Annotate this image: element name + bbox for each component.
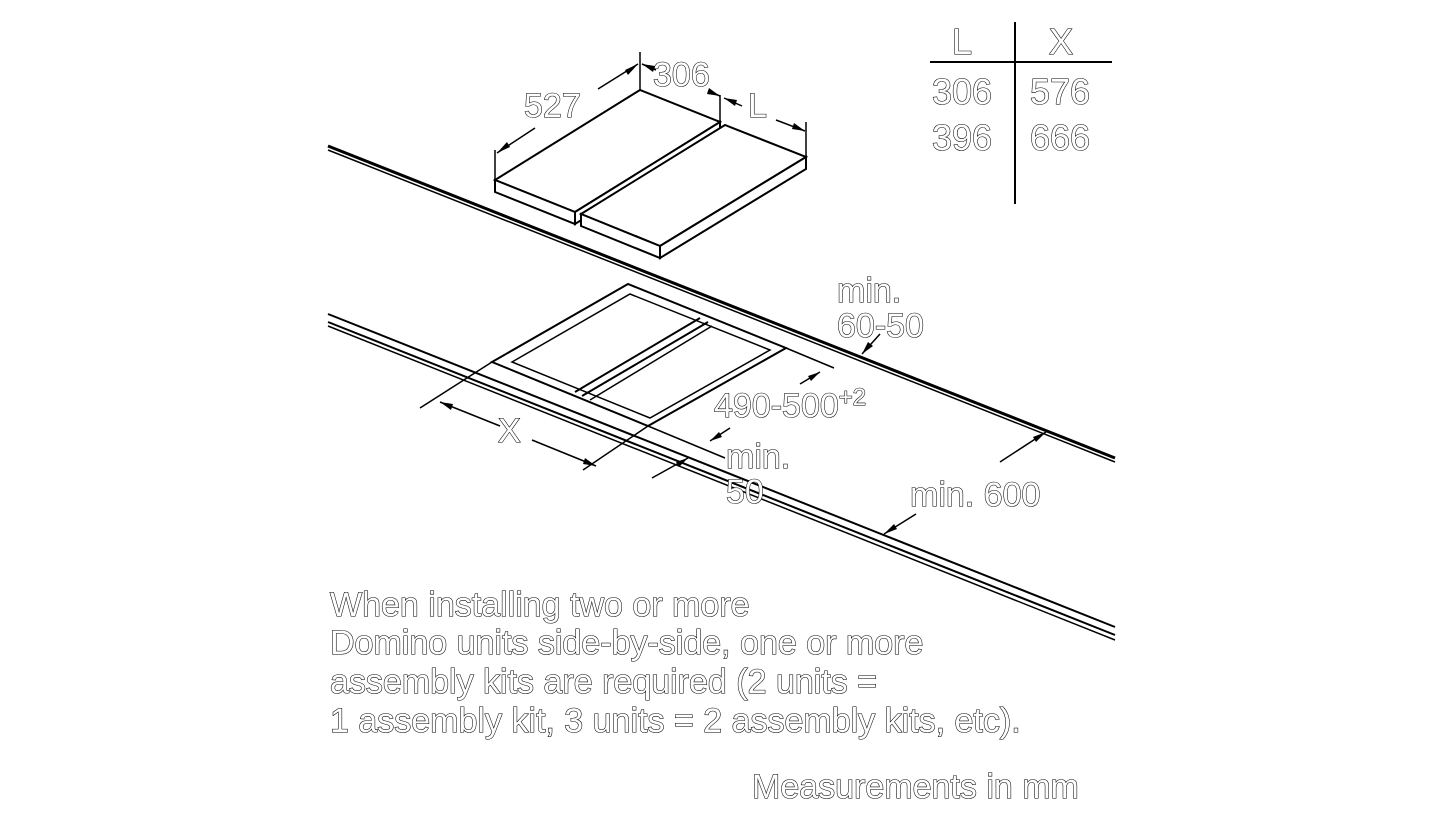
label-width-306: 306	[653, 56, 710, 94]
label-min-back-line1: min.	[837, 272, 901, 310]
dimension-width-L	[723, 97, 807, 157]
dimension-cutout-X	[419, 361, 649, 471]
label-min-front-line1: min.	[726, 438, 790, 476]
note-line: assembly kits are required (2 units =	[330, 663, 877, 701]
note-line: 1 assembly kit, 3 units = 2 assembly kit…	[330, 702, 1021, 740]
label-depth-527: 527	[524, 87, 581, 125]
dimension-cutout-depth	[647, 347, 835, 459]
dimension-min-front	[651, 457, 689, 479]
dimension-width-306	[641, 63, 721, 122]
label-min-back-line2: 60-50	[837, 307, 924, 345]
size-table: L X 306 576 396 666	[930, 20, 1112, 204]
label-min-600: min. 600	[910, 476, 1040, 514]
label-width-L: L	[748, 87, 767, 125]
table-cell: 576	[1030, 71, 1090, 112]
note-line: When installing two or more	[330, 586, 750, 624]
worktop-front-edge	[327, 313, 1116, 641]
installation-note: When installing two or more Domino units…	[329, 585, 1021, 740]
label-cutout-X: X	[498, 412, 521, 450]
table-cell: 306	[932, 71, 992, 112]
table-cell: 666	[1030, 117, 1090, 158]
table-header-L: L	[952, 21, 972, 62]
worktop-back-edge	[327, 144, 1116, 463]
label-min-front-line2: 50	[726, 473, 764, 511]
measurement-unit-note: Measurements in mm	[752, 768, 1079, 806]
table-cell: 396	[932, 117, 992, 158]
label-cutout-depth: 490-500+2	[714, 384, 866, 425]
dimension-min-back	[861, 333, 881, 355]
table-header-X: X	[1049, 21, 1073, 62]
dimension-min-600	[883, 431, 1047, 535]
dimension-depth-527	[494, 52, 641, 180]
note-line: Domino units side-by-side, one or more	[330, 624, 923, 662]
